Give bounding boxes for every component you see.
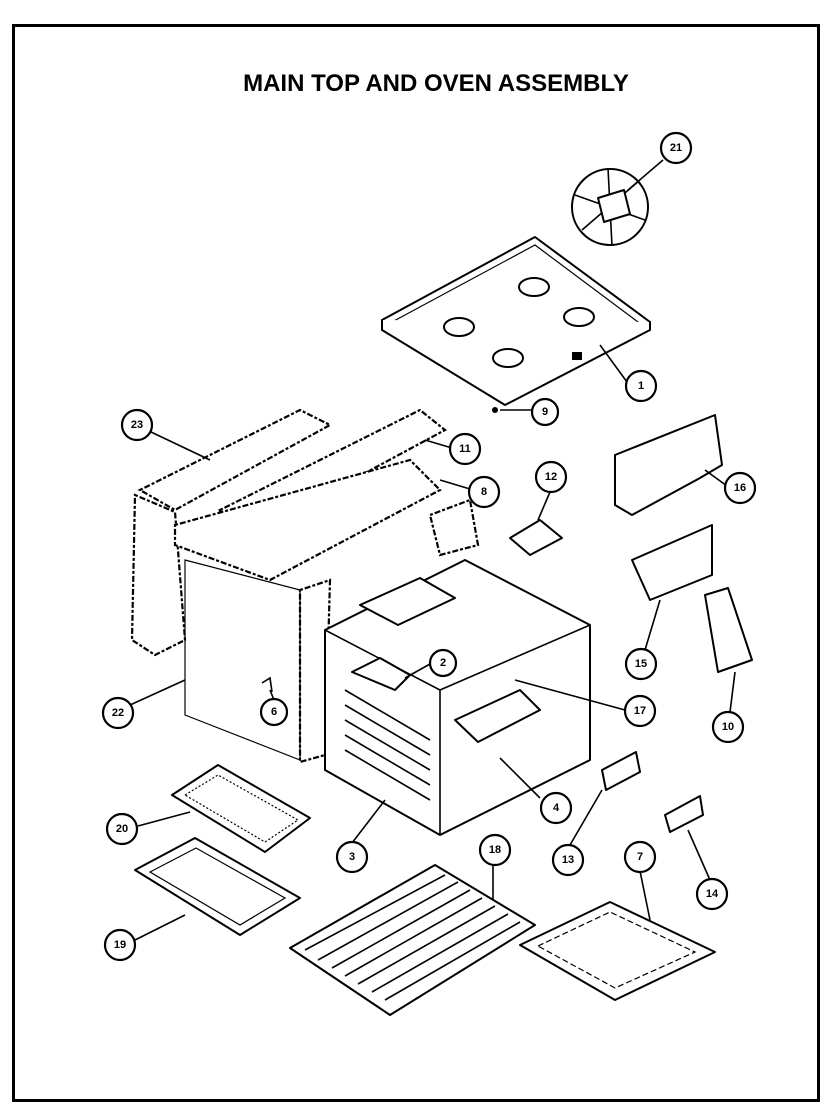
callout-7: 6	[259, 697, 289, 727]
part-22-side-panel	[184, 559, 301, 761]
part-10-duct	[704, 587, 753, 673]
callout-1: 1	[624, 369, 658, 403]
part-7-clip	[261, 676, 273, 693]
callout-12: 12	[534, 460, 568, 494]
callout-8: 8	[467, 475, 501, 509]
svg-text:3: 3	[349, 851, 355, 863]
callout-2: 2	[428, 648, 458, 678]
svg-text:2: 2	[440, 657, 446, 669]
part-9-screw	[492, 407, 498, 413]
svg-text:7: 7	[637, 851, 643, 863]
callout-21: 21	[659, 131, 693, 165]
svg-text:8: 8	[481, 486, 487, 498]
svg-text:6: 6	[271, 706, 277, 718]
svg-text:4: 4	[553, 802, 560, 814]
part-3-oven-cavity	[324, 559, 591, 836]
callout-3: 3	[335, 840, 369, 874]
svg-text:14: 14	[706, 888, 719, 900]
svg-text:22: 22	[112, 707, 124, 719]
callout-13: 13	[551, 843, 585, 877]
callout-9: 9	[530, 397, 560, 427]
svg-text:13: 13	[562, 854, 574, 866]
callout-11: 11	[448, 432, 482, 466]
part-16-panel	[614, 414, 723, 516]
part-8-insulation	[173, 458, 480, 764]
part-21-grate	[571, 167, 649, 247]
part-19-broiler-pan	[134, 837, 301, 936]
svg-text:19: 19	[114, 939, 126, 951]
callout-4: 4	[539, 791, 573, 825]
callout-23: 23	[120, 408, 154, 442]
svg-text:17: 17	[634, 705, 646, 717]
callout-17: 17	[623, 694, 657, 728]
part-18-oven-rack	[289, 864, 536, 1016]
leader-lines	[129, 159, 736, 941]
callout-22: 22	[101, 696, 135, 730]
svg-text:18: 18	[489, 844, 501, 856]
diagram-title: MAIN TOP AND OVEN ASSEMBLY	[243, 70, 629, 97]
callout-14: 14	[695, 877, 729, 911]
part-13-bracket	[601, 751, 641, 791]
callout-15: 15	[624, 647, 658, 681]
svg-text:10: 10	[722, 721, 734, 733]
callout-16: 16	[723, 471, 757, 505]
part-6-oven-bottom	[519, 901, 716, 1001]
svg-text:15: 15	[635, 658, 647, 670]
part-14-bracket	[664, 795, 704, 833]
callout-10: 10	[711, 710, 745, 744]
part-1-main-top	[381, 236, 651, 406]
svg-text:23: 23	[131, 419, 143, 431]
part-12-plate	[509, 519, 563, 556]
svg-text:21: 21	[670, 142, 682, 154]
callout-20: 20	[105, 812, 139, 846]
svg-text:11: 11	[459, 443, 471, 455]
part-23-insulation	[130, 408, 333, 657]
svg-text:1: 1	[638, 380, 644, 392]
svg-text:12: 12	[545, 471, 557, 483]
part-20-broiler-grid	[171, 764, 311, 853]
part-15-bracket	[631, 524, 713, 601]
callout-19: 19	[103, 928, 137, 962]
callout-18: 18	[478, 833, 512, 867]
callout-6: 7	[623, 840, 657, 874]
svg-text:20: 20	[116, 823, 128, 835]
svg-text:16: 16	[734, 482, 746, 494]
svg-text:9: 9	[542, 406, 548, 418]
